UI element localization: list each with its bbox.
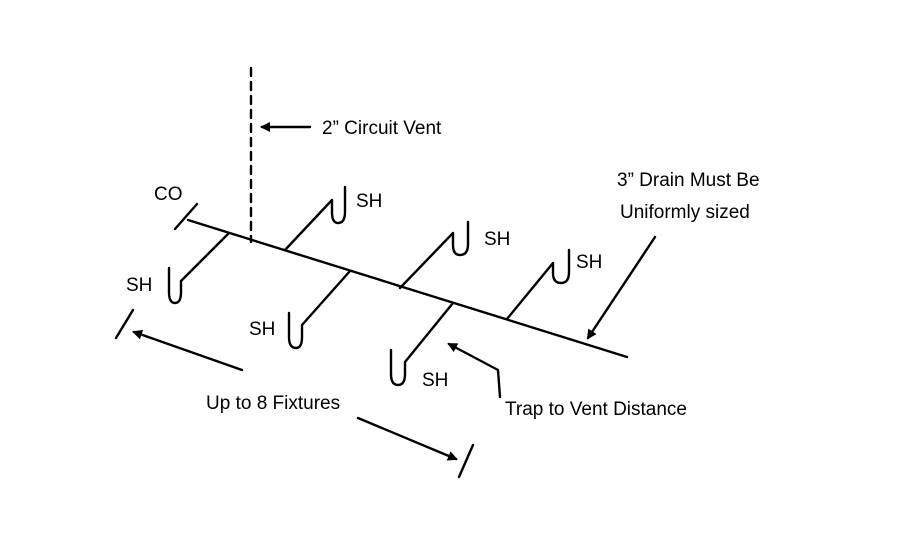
- drain-size-arrow: [586, 235, 657, 340]
- fixture-trap-3: [287, 269, 352, 350]
- fixture-label-1: SH: [126, 275, 152, 296]
- main-drain-line: [186, 218, 629, 359]
- fixture-trap-5: [389, 301, 455, 387]
- trap-distance-label: Trap to Vent Distance: [505, 399, 687, 420]
- drain-size-label-line1: 3” Drain Must Be: [617, 170, 760, 191]
- trap-distance-arrow: [447, 342, 502, 399]
- fixture-label-5: SH: [422, 370, 448, 391]
- fixture-label-2: SH: [356, 191, 382, 212]
- fixtures-end-tick: [457, 443, 475, 479]
- fixture-label-6: SH: [576, 252, 602, 273]
- fixtures-arrow-right: [356, 416, 458, 461]
- fixtures-arrow-left: [132, 329, 244, 372]
- fixture-trap-4: [398, 220, 470, 290]
- fixture-trap-2: [283, 185, 347, 252]
- fixture-trap-6: [505, 248, 571, 321]
- fixtures-start-tick: [114, 308, 135, 340]
- cleanout-label: CO: [154, 184, 183, 205]
- fixture-label-3: SH: [249, 319, 275, 340]
- fixture-label-4: SH: [484, 229, 510, 250]
- drain-size-label-line2: Uniformly sized: [620, 202, 750, 223]
- circuit-vent-label: 2” Circuit Vent: [322, 118, 442, 139]
- fixture-trap-1: [167, 232, 230, 305]
- cleanout-tick: [173, 202, 199, 231]
- fixtures-label: Up to 8 Fixtures: [206, 393, 340, 414]
